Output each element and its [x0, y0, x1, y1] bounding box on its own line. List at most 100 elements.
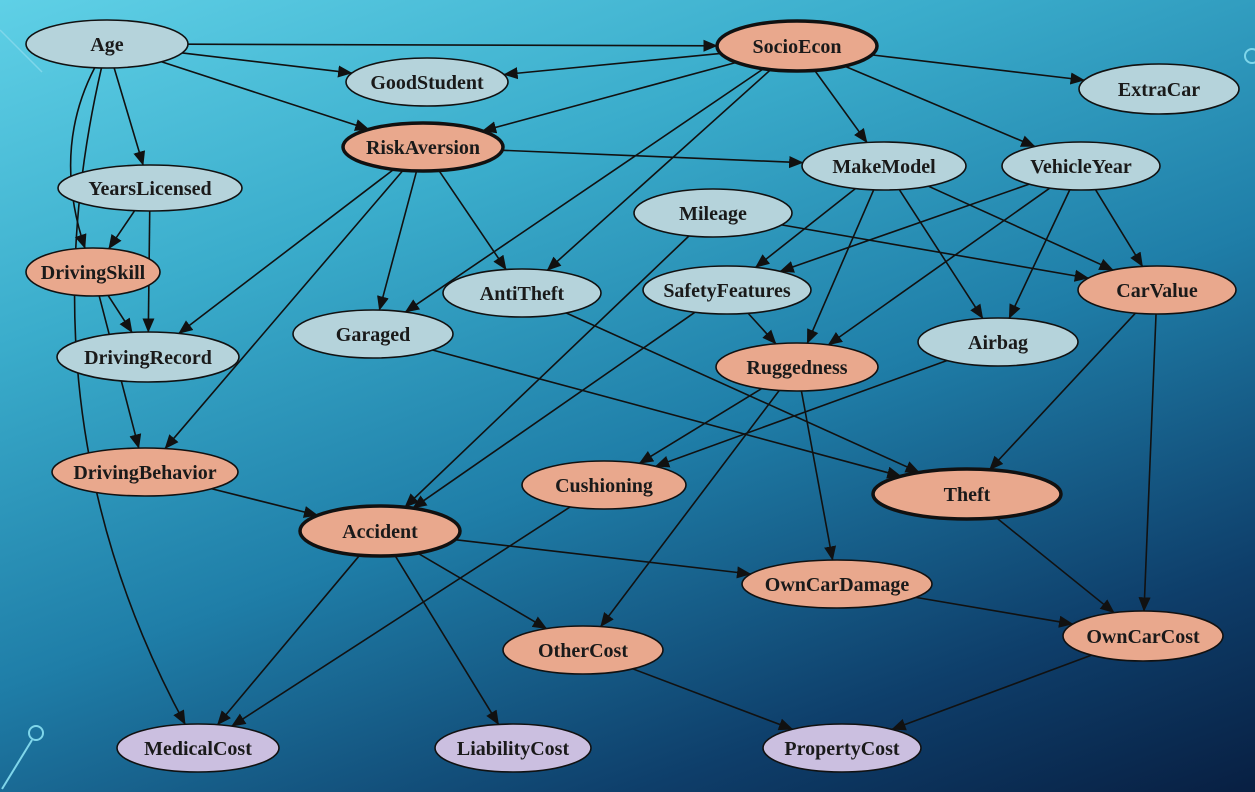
edge-mileage-to-carvalue: [781, 224, 1090, 282]
node-ellipse-other-cost: [502, 625, 664, 675]
node-label-liability-cost: LiabilityCost: [457, 738, 570, 760]
node-anti-theft: AntiTheft: [442, 268, 602, 318]
node-label-socio-econ: SocioEcon: [753, 36, 842, 58]
node-label-airbag: Airbag: [968, 332, 1028, 354]
node-label-medical-cost: MedicalCost: [144, 738, 252, 760]
node-label-own-car-cost: OwnCarCost: [1086, 626, 1200, 648]
node-label-own-car-damage: OwnCarDamage: [765, 574, 910, 596]
edge-vehicleyear-to-airbag: [1008, 189, 1071, 319]
node-medical-cost: MedicalCost: [116, 723, 280, 773]
edge-age-to-socioecon: [187, 39, 718, 52]
node-label-make-model: MakeModel: [832, 156, 936, 178]
edge-vehicleyear-to-ruggedness: [827, 187, 1051, 346]
edge-carvalue-to-owncarcost: [1138, 313, 1157, 612]
node-socio-econ: SocioEcon: [715, 19, 879, 73]
node-label-other-cost: OtherCost: [538, 640, 628, 662]
node-ellipse-mileage: [633, 188, 793, 238]
edge-socioecon-to-vehicleyear: [844, 65, 1036, 148]
node-liability-cost: LiabilityCost: [434, 723, 592, 773]
edge-owncarcost-to-propertycost: [891, 654, 1092, 731]
edge-socioecon-to-extracar: [871, 54, 1085, 85]
node-risk-aversion: RiskAversion: [341, 121, 505, 173]
node-ellipse-risk-aversion: [341, 121, 505, 173]
node-ellipse-liability-cost: [434, 723, 592, 773]
edge-safetyfeatures-to-ruggedness: [747, 312, 777, 345]
node-ellipse-ruggedness: [715, 342, 879, 392]
node-label-driving-behavior: DrivingBehavior: [73, 462, 216, 484]
edge-garaged-to-theft: [432, 349, 902, 479]
edge-vehicleyear-to-carvalue: [1094, 189, 1144, 268]
edge-accident-to-othercost: [417, 552, 548, 630]
edge-cushioning-to-medicalcost: [231, 506, 571, 727]
edge-riskaversion-to-drivingbehavior: [164, 169, 404, 450]
node-label-car-value: CarValue: [1116, 280, 1198, 302]
edge-makemodel-to-carvalue: [928, 185, 1114, 271]
node-label-ruggedness: Ruggedness: [746, 357, 847, 379]
edge-socioecon-to-riskaversion: [481, 61, 737, 134]
node-car-value: CarValue: [1077, 265, 1237, 315]
node-good-student: GoodStudent: [345, 57, 509, 107]
edge-age-to-goodstudent: [182, 52, 353, 78]
edge-riskaversion-to-drivingrecord: [178, 168, 395, 335]
edge-carvalue-to-theft: [989, 312, 1137, 471]
node-label-anti-theft: AntiTheft: [480, 283, 565, 305]
edge-riskaversion-to-makemodel: [502, 149, 804, 169]
edge-accident-to-liabilitycost: [394, 555, 500, 726]
edge-socioecon-to-garaged: [404, 68, 765, 313]
edge-drivingbehavior-to-accident: [211, 487, 319, 518]
node-label-safety-features: SafetyFeatures: [663, 280, 791, 302]
node-ellipse-driving-record: [56, 331, 240, 383]
node-label-theft: Theft: [944, 484, 991, 506]
node-ruggedness: Ruggedness: [715, 342, 879, 392]
edge-ruggedness-to-othercost: [600, 389, 780, 628]
edge-age-to-yearslicensed: [113, 67, 146, 166]
node-accident: Accident: [298, 504, 462, 558]
edge-age-to-riskaversion: [161, 60, 370, 131]
node-ellipse-anti-theft: [442, 268, 602, 318]
edges-layer: [69, 39, 1157, 731]
slide-decoration: [0, 29, 1255, 790]
node-label-garaged: Garaged: [336, 324, 410, 346]
edge-accident-to-medicalcost: [216, 554, 361, 726]
edge-ruggedness-to-cushioning: [638, 387, 763, 465]
node-ellipse-make-model: [801, 141, 967, 191]
node-safety-features: SafetyFeatures: [642, 265, 812, 315]
node-driving-record: DrivingRecord: [56, 331, 240, 383]
node-ellipse-vehicle-year: [1001, 141, 1161, 191]
node-ellipse-airbag: [917, 317, 1079, 367]
node-age: Age: [25, 19, 189, 69]
node-ellipse-car-value: [1077, 265, 1237, 315]
edge-age-to-medicalcost: [73, 67, 186, 725]
edge-makemodel-to-ruggedness: [806, 189, 875, 344]
edge-socioecon-to-antitheft: [546, 69, 772, 271]
node-label-risk-aversion: RiskAversion: [366, 137, 480, 159]
node-label-driving-skill: DrivingSkill: [41, 262, 146, 284]
node-cushioning: Cushioning: [521, 460, 687, 510]
node-ellipse-age: [25, 19, 189, 69]
node-label-cushioning: Cushioning: [555, 475, 653, 497]
node-ellipse-socio-econ: [715, 19, 879, 73]
edge-riskaversion-to-garaged: [377, 170, 418, 311]
edge-yearslicensed-to-drivingskill: [108, 210, 136, 250]
node-label-property-cost: PropertyCost: [784, 738, 899, 760]
node-other-cost: OtherCost: [502, 625, 664, 675]
node-label-mileage: Mileage: [679, 203, 747, 225]
node-ellipse-driving-behavior: [51, 447, 239, 497]
edge-antitheft-to-theft: [565, 312, 920, 474]
node-own-car-cost: OwnCarCost: [1062, 610, 1224, 662]
edge-owncardamage-to-owncarcost: [915, 596, 1074, 628]
edge-makemodel-to-safetyfeatures: [755, 187, 857, 269]
node-label-driving-record: DrivingRecord: [84, 347, 212, 369]
edge-vehicleyear-to-safetyfeatures: [779, 183, 1030, 273]
edge-theft-to-owncarcost: [995, 517, 1115, 614]
node-years-licensed: YearsLicensed: [57, 164, 243, 212]
node-ellipse-garaged: [292, 309, 454, 359]
node-vehicle-year: VehicleYear: [1001, 141, 1161, 191]
node-airbag: Airbag: [917, 317, 1079, 367]
node-theft: Theft: [871, 467, 1063, 521]
edge-drivingskill-to-drivingrecord: [107, 294, 133, 333]
node-ellipse-accident: [298, 504, 462, 558]
edge-socioecon-to-makemodel: [814, 69, 868, 144]
